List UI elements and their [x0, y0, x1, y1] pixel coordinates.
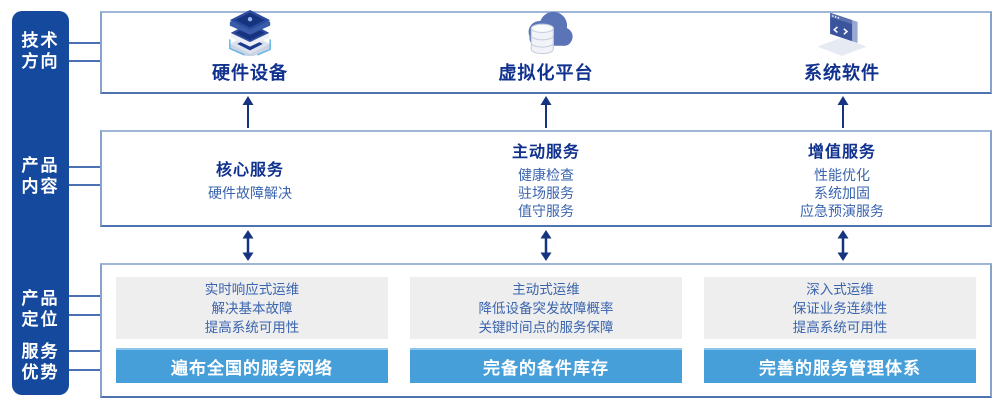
product-content-panel: 核心服务 硬件故障解决 主动服务 健康检查 驻场服务 值守服务 增值服务 性能优… — [100, 130, 992, 227]
up-arrow-icon — [837, 96, 849, 128]
advantage-banner: 完备的备件库存 — [410, 348, 682, 383]
positioning-line: 保证业务连续性 — [792, 300, 888, 316]
connector-line — [69, 314, 102, 316]
service-col-core: 核心服务 硬件故障解决 — [102, 132, 398, 225]
tech-item-system-software: 系统软件 — [694, 12, 990, 92]
up-arrow-icon — [242, 96, 254, 128]
service-title: 增值服务 — [807, 143, 876, 161]
advantage-banner: 遍布全国的服务网络 — [116, 348, 388, 383]
service-col-value-added: 增值服务 性能优化 系统加固 应急预演服务 — [694, 132, 990, 225]
service-title: 核心服务 — [215, 161, 284, 179]
positioning-note: 深入式运维 保证业务连续性 提高系统可用性 — [704, 277, 976, 339]
positioning-line: 深入式运维 — [806, 281, 874, 297]
connector-line — [69, 42, 102, 44]
connector-line — [69, 60, 102, 62]
double-arrow-icon — [837, 230, 849, 261]
positioning-line: 提高系统可用性 — [204, 319, 300, 335]
sidebar-label-product-content: 产品 内容 — [21, 156, 60, 196]
service-item: 健康检查 — [518, 166, 574, 183]
up-arrow-icon — [540, 96, 552, 128]
positioning-advantage-panel: 实时响应式运维 解决基本故障 提高系统可用性 遍布全国的服务网络 主动式运维 降… — [100, 263, 992, 398]
sidebar-label-product-positioning: 产品 定位 — [21, 289, 60, 329]
tech-item-hardware: 硬件设备 — [102, 10, 398, 92]
service-item: 硬件故障解决 — [208, 184, 292, 201]
tech-label-hardware: 硬件设备 — [212, 63, 288, 83]
advantage-banner: 完善的服务管理体系 — [704, 348, 976, 383]
service-title: 主动服务 — [511, 143, 580, 161]
service-item: 应急预演服务 — [800, 202, 884, 219]
positioning-note: 实时响应式运维 解决基本故障 提高系统可用性 — [116, 277, 388, 339]
service-item: 值守服务 — [518, 202, 574, 219]
server-stack-icon — [217, 8, 283, 56]
positioning-line: 实时响应式运维 — [204, 281, 300, 297]
service-item: 驻场服务 — [518, 184, 574, 201]
service-item: 系统加固 — [814, 184, 870, 201]
sidebar-label-tech-direction: 技术 方向 — [21, 31, 60, 71]
positioning-col-realtime: 实时响应式运维 解决基本故障 提高系统可用性 遍布全国的服务网络 — [116, 277, 388, 383]
connector-line — [69, 166, 102, 168]
tech-label-system-software: 系统软件 — [804, 63, 880, 83]
double-arrow-icon — [540, 230, 552, 261]
category-sidebar: 技术 方向 产品 内容 产品 定位 服务 优势 — [12, 11, 69, 395]
positioning-line: 解决基本故障 — [211, 300, 293, 316]
double-arrow-icon — [242, 230, 254, 261]
positioning-line: 降低设备突发故障概率 — [478, 300, 614, 316]
cloud-database-icon — [513, 8, 579, 56]
software-window-icon — [809, 8, 875, 56]
service-item: 性能优化 — [814, 166, 870, 183]
connector-line — [69, 295, 102, 297]
positioning-note: 主动式运维 降低设备突发故障概率 关键时间点的服务保障 — [410, 277, 682, 339]
positioning-line: 提高系统可用性 — [792, 319, 888, 335]
sidebar-label-service-advantage: 服务 优势 — [21, 342, 60, 382]
positioning-col-deep: 深入式运维 保证业务连续性 提高系统可用性 完善的服务管理体系 — [704, 277, 976, 383]
tech-label-virtualization: 虚拟化平台 — [498, 63, 594, 83]
connector-line — [69, 184, 102, 186]
tech-direction-panel: 硬件设备 虚拟化平台 — [100, 10, 992, 94]
tech-item-virtualization: 虚拟化平台 — [398, 11, 694, 92]
positioning-line: 关键时间点的服务保障 — [478, 319, 614, 335]
connector-line — [69, 369, 102, 371]
positioning-col-proactive: 主动式运维 降低设备突发故障概率 关键时间点的服务保障 完备的备件库存 — [410, 277, 682, 383]
positioning-line: 主动式运维 — [512, 281, 580, 297]
service-col-proactive: 主动服务 健康检查 驻场服务 值守服务 — [398, 132, 694, 225]
connector-line — [69, 350, 102, 352]
